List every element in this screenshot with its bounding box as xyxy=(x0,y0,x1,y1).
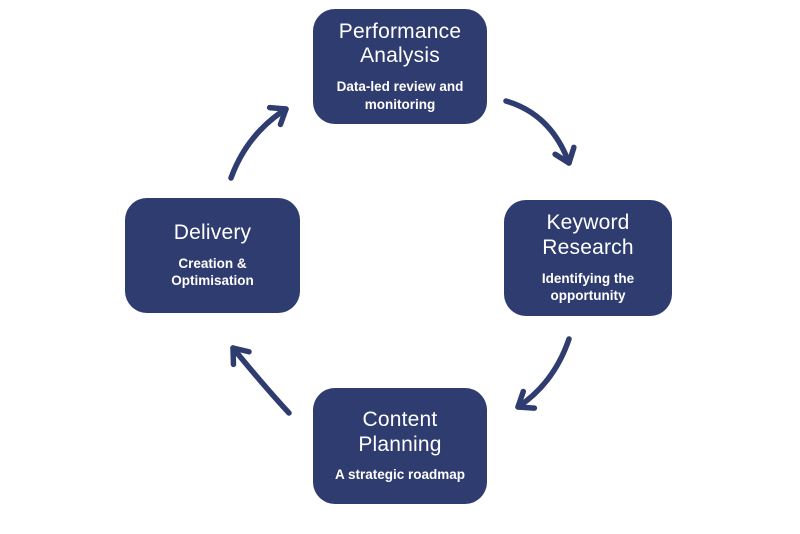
node-title: Content Planning xyxy=(358,408,442,456)
arrow-content-to-delivery xyxy=(230,345,292,416)
node-content-planning: Content Planning A strategic roadmap xyxy=(313,388,487,504)
node-subtitle: Data-led review and monitoring xyxy=(336,79,464,112)
node-delivery: Delivery Creation & Optimisation xyxy=(125,198,300,313)
node-subtitle: Identifying the opportunity xyxy=(541,270,635,304)
node-subtitle: Creation & Optimisation xyxy=(171,255,254,289)
arrow-delivery-to-performance xyxy=(228,104,289,181)
arrow-performance-to-keyword xyxy=(503,98,577,166)
node-title: Performance Analysis xyxy=(338,19,462,68)
node-subtitle: A strategic roadmap xyxy=(334,467,466,483)
node-keyword-research: Keyword Research Identifying the opportu… xyxy=(504,200,672,316)
node-title: Keyword Research xyxy=(542,211,634,259)
node-title: Delivery xyxy=(173,221,252,245)
arrow-keyword-to-content xyxy=(515,336,572,411)
node-performance-analysis: Performance Analysis Data-led review and… xyxy=(313,9,487,124)
